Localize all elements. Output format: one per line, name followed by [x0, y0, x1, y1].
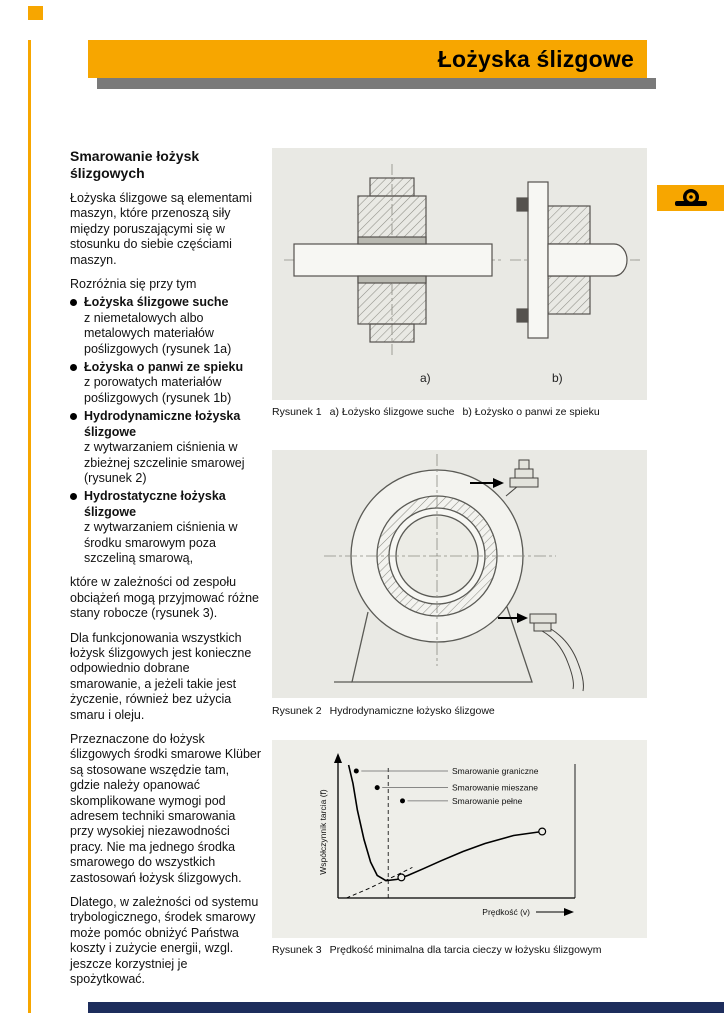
caption-label: Rysunek 1: [272, 406, 322, 418]
paragraph-5: Przeznaczone do łożysk ślizgowych środki…: [70, 732, 262, 885]
paragraph-1: Łożyska ślizgowe są elementami maszyn, k…: [70, 191, 253, 267]
bullet-text: z wytwarzaniem ciśnienia w środku smarow…: [84, 520, 238, 565]
y-axis-label: Współczynnik tarcia (f): [318, 789, 328, 875]
bullet-title: Hydrostatyczne łożyska ślizgowe: [84, 489, 226, 519]
corner-marker: [28, 6, 43, 20]
paragraph-6: Dlatego, w zależności od systemu trybolo…: [70, 895, 259, 987]
legend-label: Smarowanie pełne: [452, 796, 523, 806]
legend-label: Smarowanie graniczne: [452, 766, 539, 776]
plain-bearing-icon: [674, 189, 707, 206]
open-marker: [538, 827, 547, 836]
left-rule: [28, 40, 31, 1013]
bullet-text: z niemetalowych albo metalowych materiał…: [84, 310, 232, 356]
footer-bar: [88, 1002, 724, 1013]
caption-text: Hydrodynamiczne łożysko ślizgowe: [329, 705, 495, 717]
figure-3: Współczynnik tarcia (f) Prędkość (v) Sma…: [272, 740, 647, 938]
open-marker: [397, 873, 406, 882]
series-solid: [347, 764, 543, 882]
page-title: Łożyska ślizgowe: [437, 45, 634, 72]
bottom-arrow-icon: [517, 613, 528, 623]
bullet-text: z wytwarzaniem ciśnienia w zbieżnej szcz…: [84, 440, 245, 485]
caption-text: Prędkość minimalna dla tarcia cieczy w ł…: [329, 944, 602, 956]
bullet-title: Łożyska o panwi ze spieku: [84, 360, 244, 375]
caption-label: Rysunek 2: [272, 705, 322, 717]
bullet-title: Hydrodynamiczne łożyska ślizgowe: [84, 409, 241, 439]
paragraph-2: Rozróżnia się przy tym: [70, 277, 197, 292]
legend-label: Smarowanie mieszane: [452, 783, 538, 793]
bullet-icon: [70, 364, 77, 372]
bullet-text: z porowatych materiałów poślizgowych (ry…: [84, 375, 232, 405]
figure-1-caption: Rysunek 1 a) Łożysko ślizgowe suche b) Łoż…: [272, 406, 692, 418]
figure-1: a) b): [272, 148, 647, 400]
y-axis-arrow-icon: [334, 753, 342, 763]
figure1-label-b: b): [552, 371, 563, 385]
caption-part-a: a) Łożysko ślizgowe suche: [329, 406, 455, 418]
legend-dot: [353, 768, 359, 774]
figure-2-caption: Rysunek 2 Hydrodynamiczne łożysko ślizgow…: [272, 705, 692, 717]
list-item: Łożyska o panwi ze spieku z porowatych m…: [70, 360, 262, 406]
lubrication-fitting-top: [505, 459, 539, 497]
bullet-icon: [70, 413, 77, 421]
caption-part-b: b) Łożysko o panwi ze spieku: [462, 406, 600, 418]
dry-bearing-drawing: [284, 164, 504, 356]
bullet-icon: [70, 299, 77, 307]
bearing-type-list: Łożyska ślizgowe suche z niemetalowych a…: [70, 295, 262, 566]
figure-2: [272, 450, 647, 698]
list-item: Hydrostatyczne łożyska ślizgowe z wytwar…: [70, 489, 262, 566]
x-axis-label: Prędkość (v): [482, 907, 530, 917]
side-tab: [657, 185, 724, 211]
header-shadow: [97, 78, 656, 89]
figure-3-caption: Rysunek 3 Prędkość minimalna dla tarcia c…: [272, 944, 692, 956]
list-item: Hydrodynamiczne łożyska ślizgowe z wytwa…: [70, 409, 262, 486]
bullet-title: Łożyska ślizgowe suche: [84, 295, 229, 310]
legend-dot: [374, 785, 380, 791]
legend-dot: [400, 798, 405, 804]
header-bar: Łożyska ślizgowe: [88, 40, 647, 78]
bullet-icon: [70, 493, 77, 501]
series-dashed: [346, 866, 413, 899]
article-heading: Smarowanie łożysk ślizgowych: [70, 148, 200, 181]
lubrication-fitting-bottom: [529, 613, 584, 692]
list-item: Łożyska ślizgowe suche z niemetalowych a…: [70, 295, 262, 357]
hydrodynamic-bearing-drawing: [324, 454, 556, 683]
caption-label: Rysunek 3: [272, 944, 322, 956]
chart-axes: [334, 753, 576, 899]
article-column: Smarowanie łożysk ślizgowych Łożyska śli…: [70, 148, 262, 997]
figure1-label-a: a): [420, 371, 431, 385]
paragraph-3: które w zależności od zespołu obciążeń m…: [70, 575, 259, 621]
sintered-bearing-drawing: [510, 181, 640, 339]
x-axis-arrow-icon: [564, 908, 574, 916]
paragraph-4: Dla funkcjonowania wszystkich łożysk śli…: [70, 630, 252, 722]
top-arrow-icon: [493, 478, 504, 488]
